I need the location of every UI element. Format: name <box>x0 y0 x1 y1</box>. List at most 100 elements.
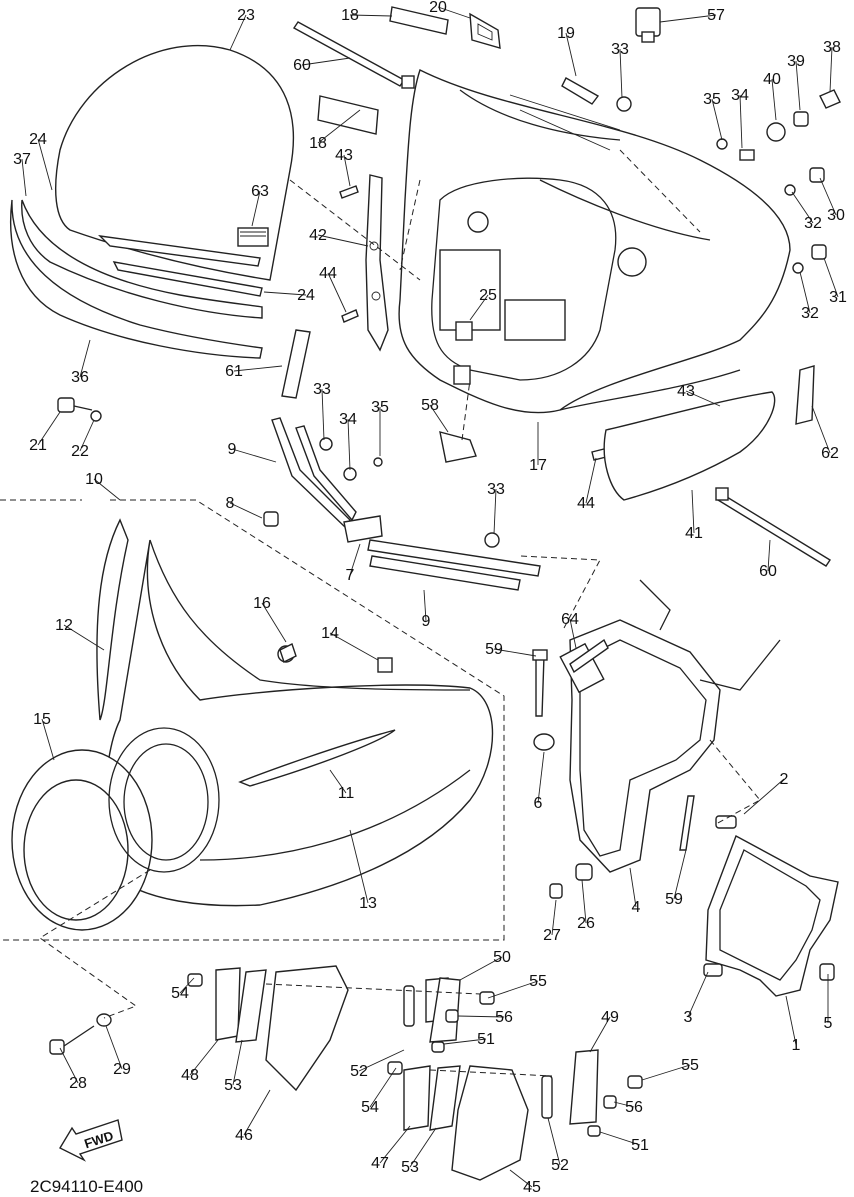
side-cover-part <box>281 329 815 501</box>
callout-leader-42 <box>317 234 369 247</box>
callout-leader-3 <box>687 971 709 1018</box>
callout-22: 22 <box>71 443 89 460</box>
forward-arrow-icon: FWD <box>59 1119 123 1162</box>
callout-leader-21 <box>37 411 61 446</box>
diagram-code: 2C94110-E400 <box>30 1177 143 1196</box>
callout-leader-52 <box>547 1117 561 1166</box>
callout-leader-62 <box>811 405 831 454</box>
callout-leader-43 <box>343 154 351 187</box>
callout-leader-36 <box>79 339 91 378</box>
callout-18: 18 <box>341 7 359 24</box>
callout-3: 3 <box>684 1009 693 1026</box>
callout-47: 47 <box>371 1155 389 1172</box>
callout-leader-24 <box>37 138 53 191</box>
callout-leader-29 <box>105 1025 123 1070</box>
callout-30: 30 <box>827 207 845 224</box>
callout-39: 39 <box>787 53 805 70</box>
callout-leader-18 <box>349 14 393 17</box>
callout-leader-50 <box>459 956 503 981</box>
callout-leader-61 <box>233 365 283 372</box>
callout-6: 6 <box>534 795 543 812</box>
callout-33: 33 <box>313 381 331 398</box>
callout-leader-53 <box>232 1039 243 1086</box>
callout-34: 34 <box>339 411 357 428</box>
callout-leader-20 <box>437 6 471 19</box>
side-bracket-part <box>365 174 389 352</box>
callout-leader-33 <box>321 388 325 441</box>
callout-leader-34 <box>739 94 743 149</box>
stay-part <box>263 417 541 591</box>
callout-14: 14 <box>321 625 339 642</box>
callout-leader-63 <box>251 190 261 227</box>
callout-leader-15 <box>41 718 55 761</box>
callout-leader-22 <box>79 419 95 452</box>
callout-36: 36 <box>71 369 89 386</box>
callout-61: 61 <box>225 363 243 380</box>
callout-52: 52 <box>551 1157 569 1174</box>
callout-leader-45 <box>509 1169 533 1188</box>
callout-leader-6 <box>537 751 545 804</box>
callout-leader-1 <box>785 995 797 1046</box>
callout-18: 18 <box>309 135 327 152</box>
callout-leader-44 <box>327 272 347 313</box>
callout-leader-56 <box>613 1101 635 1108</box>
callout-48: 48 <box>181 1067 199 1084</box>
callout-49: 49 <box>601 1009 619 1026</box>
callout-leader-64 <box>569 618 577 649</box>
callout-9: 9 <box>422 613 431 630</box>
callout-35: 35 <box>703 91 721 108</box>
callout-21: 21 <box>29 437 47 454</box>
callout-64: 64 <box>561 611 579 628</box>
callout-41: 41 <box>685 525 703 542</box>
callout-51: 51 <box>631 1137 649 1154</box>
callout-leader-57 <box>659 14 717 23</box>
callout-59: 59 <box>665 891 683 908</box>
seal-part <box>469 7 661 105</box>
callout-60: 60 <box>759 563 777 580</box>
callout-33: 33 <box>487 481 505 498</box>
callout-25: 25 <box>479 287 497 304</box>
callout-leader-60 <box>767 539 771 572</box>
callout-leader-16 <box>261 602 287 643</box>
callout-17: 17 <box>529 457 547 474</box>
callout-53: 53 <box>224 1077 242 1094</box>
callout-38: 38 <box>823 39 841 56</box>
callout-42: 42 <box>309 227 327 244</box>
callout-4: 4 <box>632 899 641 916</box>
callout-20: 20 <box>429 0 447 16</box>
callout-26: 26 <box>577 915 595 932</box>
callout-62: 62 <box>821 445 839 462</box>
headlight-rim-part <box>11 727 220 931</box>
inner-fairing-part <box>398 69 791 414</box>
callout-leader-38 <box>829 46 833 93</box>
callout-leader-56 <box>457 1015 505 1018</box>
callout-leader-47 <box>379 1125 411 1164</box>
callout-leader-12 <box>63 624 105 651</box>
windshield-trim-part <box>9 199 263 359</box>
callout-59: 59 <box>485 641 503 658</box>
callout-10: 10 <box>85 471 103 488</box>
callout-leader-59 <box>493 648 537 657</box>
callout-40: 40 <box>763 71 781 88</box>
mount-bracket-part <box>439 321 477 463</box>
callout-leader-44 <box>585 457 597 504</box>
callout-leader-37 <box>21 158 27 197</box>
cable-tie-lower-part <box>532 487 831 851</box>
windshield-part <box>55 44 295 281</box>
callout-leader-34 <box>347 418 351 471</box>
callout-32: 32 <box>804 215 822 232</box>
callout-50: 50 <box>493 949 511 966</box>
callout-leader-19 <box>565 32 577 77</box>
callout-53: 53 <box>401 1159 419 1176</box>
callout-leader-24 <box>263 291 307 296</box>
callout-leader-7 <box>349 543 361 576</box>
callout-31: 31 <box>829 289 847 306</box>
callout-leader-43 <box>685 390 721 407</box>
callout-45: 45 <box>523 1179 541 1196</box>
callout-13: 13 <box>359 895 377 912</box>
callout-2: 2 <box>780 771 789 788</box>
callout-leader-27 <box>551 899 557 936</box>
callout-8: 8 <box>226 495 235 512</box>
